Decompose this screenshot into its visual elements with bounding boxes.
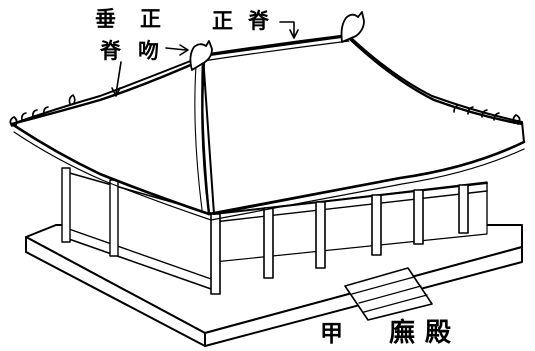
- label-zheng-top: 正: [212, 9, 233, 33]
- ridge-ornament-left: [189, 40, 213, 71]
- leader-ornament: [165, 47, 187, 51]
- hip-ridge-front: [201, 60, 211, 216]
- main-ridge: [201, 33, 351, 57]
- label-wen: 吻: [138, 39, 159, 63]
- front-steps: [344, 267, 433, 321]
- roof: [9, 11, 526, 221]
- hip-ridge-left: [10, 58, 204, 126]
- ridge-ornament-right: [340, 11, 365, 43]
- label-ji-left: 脊: [99, 39, 122, 63]
- label-ji-top: 脊: [247, 9, 270, 33]
- leader-lines: [111, 21, 299, 97]
- ridge-figurines: [9, 94, 521, 127]
- label-chui: 垂: [95, 7, 116, 31]
- caption-title: 廡殿: [389, 317, 461, 348]
- front-colonnade: [210, 182, 488, 295]
- label-zheng-left: 正: [140, 7, 161, 31]
- caption-prefix: 甲: [320, 321, 343, 347]
- leader-hip-ridge: [115, 61, 122, 95]
- leader-main-ridge: [279, 21, 295, 37]
